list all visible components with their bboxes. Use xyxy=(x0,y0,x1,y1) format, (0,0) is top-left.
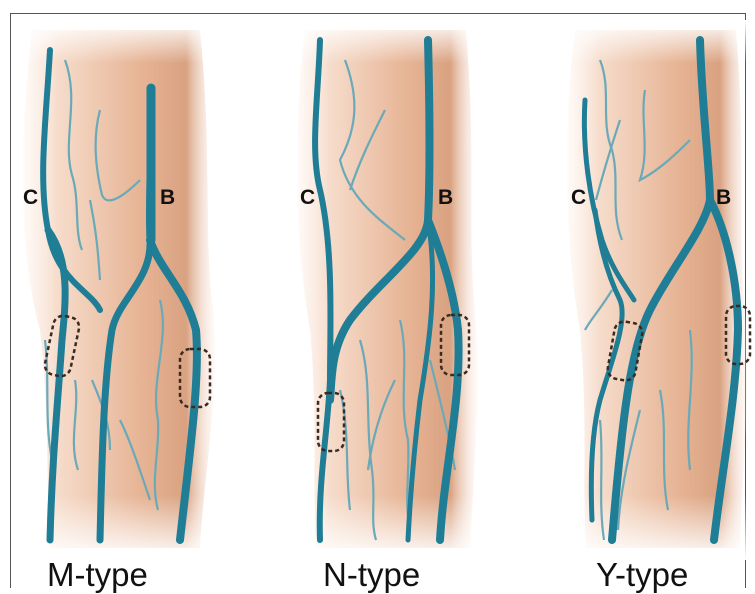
n-type-vein-label-c: C xyxy=(300,186,315,210)
n-type-vein-label-b: B xyxy=(438,186,453,210)
arm-y-type xyxy=(560,20,755,560)
y-type-vein-label-c: C xyxy=(571,186,586,210)
arm-m-type xyxy=(20,20,220,560)
m-type-label: M-type xyxy=(47,556,148,594)
arm-n-type xyxy=(290,20,490,560)
y-type-vein-label-b: B xyxy=(716,186,731,210)
n-type-label: N-type xyxy=(323,556,420,594)
m-type-vein-label-c: C xyxy=(23,186,38,210)
y-type-label: Y-type xyxy=(596,556,688,594)
m-type-vein-label-b: B xyxy=(160,186,175,210)
